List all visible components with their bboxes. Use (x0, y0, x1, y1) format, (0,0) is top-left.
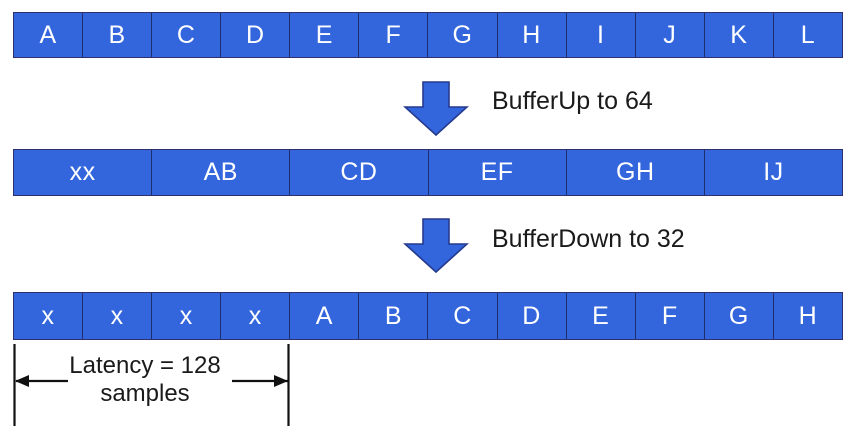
buffer-cell: I (566, 13, 636, 57)
buffer-cell: E (290, 13, 360, 57)
bufferdown-label: BufferDown to 32 (492, 225, 685, 253)
buffer-cell: L (773, 13, 842, 57)
buffer-cell: AB (152, 150, 291, 195)
input-buffer-row: A B C D E F G H I J K L (13, 12, 843, 58)
buffer-cell: D (497, 293, 567, 339)
buffer-cell: IJ (704, 150, 843, 195)
double-headed-arrow-icon (13, 344, 290, 426)
buffer-cell: J (635, 13, 705, 57)
buffer-cell: B (83, 13, 153, 57)
buffer-cell: EF (428, 150, 567, 195)
buffer-cell: F (635, 293, 705, 339)
buffer-cell: H (497, 13, 567, 57)
latency-bracket: Latency = 128 samples (0, 340, 420, 434)
buffer-cell: H (773, 293, 842, 339)
bufferdown-row: x x x x A B C D E F G H (13, 292, 843, 340)
buffer-cell: x (152, 293, 222, 339)
buffer-cell: C (428, 293, 498, 339)
buffer-cell: G (704, 293, 774, 339)
buffer-cell: D (221, 13, 291, 57)
latency-label-line2: samples (100, 380, 190, 407)
buffer-cell: x (221, 293, 291, 339)
buffer-cell: F (359, 13, 429, 57)
buffer-cell: xx (14, 150, 153, 195)
buffer-cell: GH (566, 150, 705, 195)
buffer-cell: G (428, 13, 498, 57)
buffer-cell: x (14, 293, 84, 339)
bufferup-label: BufferUp to 64 (492, 87, 653, 115)
latency-label-line1: Latency = 128 (69, 352, 221, 379)
buffer-cell: A (290, 293, 360, 339)
buffer-cell: x (83, 293, 153, 339)
buffer-cell: B (359, 293, 429, 339)
down-arrow-icon (403, 81, 469, 137)
buffer-cell: E (566, 293, 636, 339)
buffer-cell: C (152, 13, 222, 57)
down-arrow-icon (403, 218, 469, 274)
bufferup-row: xx AB CD EF GH IJ (13, 149, 843, 196)
buffer-cell: K (704, 13, 774, 57)
buffer-cell: CD (290, 150, 429, 195)
buffer-cell: A (14, 13, 84, 57)
